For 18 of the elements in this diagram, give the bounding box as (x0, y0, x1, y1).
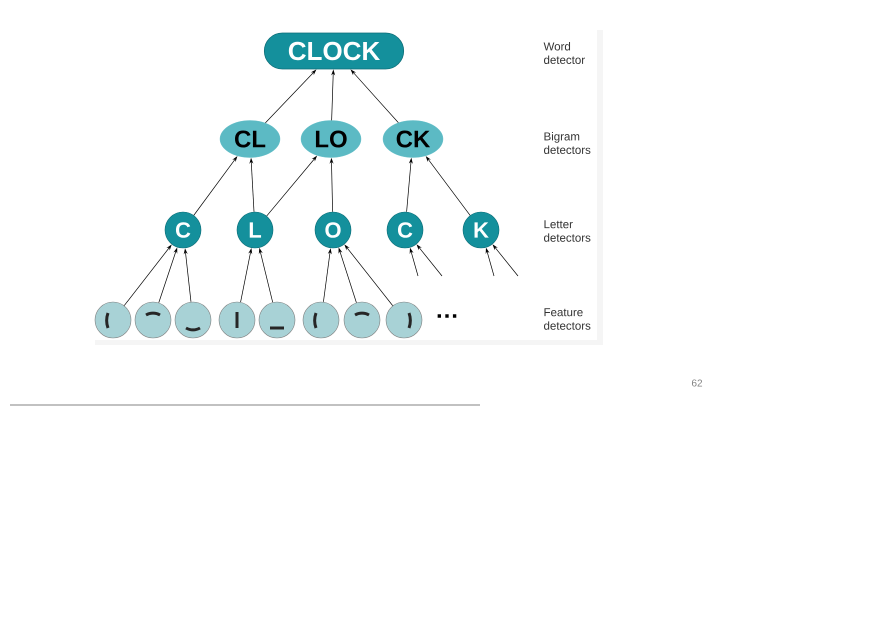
feature-circle (94, 302, 132, 338)
bigram-oval: LO (300, 120, 362, 158)
ellipsis: … (438, 314, 456, 318)
feature-circle (218, 302, 256, 338)
feature-circle (134, 302, 172, 338)
page-number: 62 (692, 379, 702, 387)
bigram-oval: CL (220, 120, 280, 158)
feature-circle (386, 302, 422, 338)
feature-circle (302, 302, 340, 338)
feature-circle (174, 302, 212, 338)
row-label: Word detector (544, 42, 585, 64)
feature-circle (258, 302, 296, 338)
row-label: Letter detectors (544, 220, 590, 242)
feature-circle (344, 302, 380, 338)
bigram-oval: CK (382, 120, 444, 158)
row-label: Feature detectors (544, 308, 590, 330)
row-label: Bigram detectors (544, 132, 590, 154)
word-box: CLOCK (264, 32, 404, 70)
